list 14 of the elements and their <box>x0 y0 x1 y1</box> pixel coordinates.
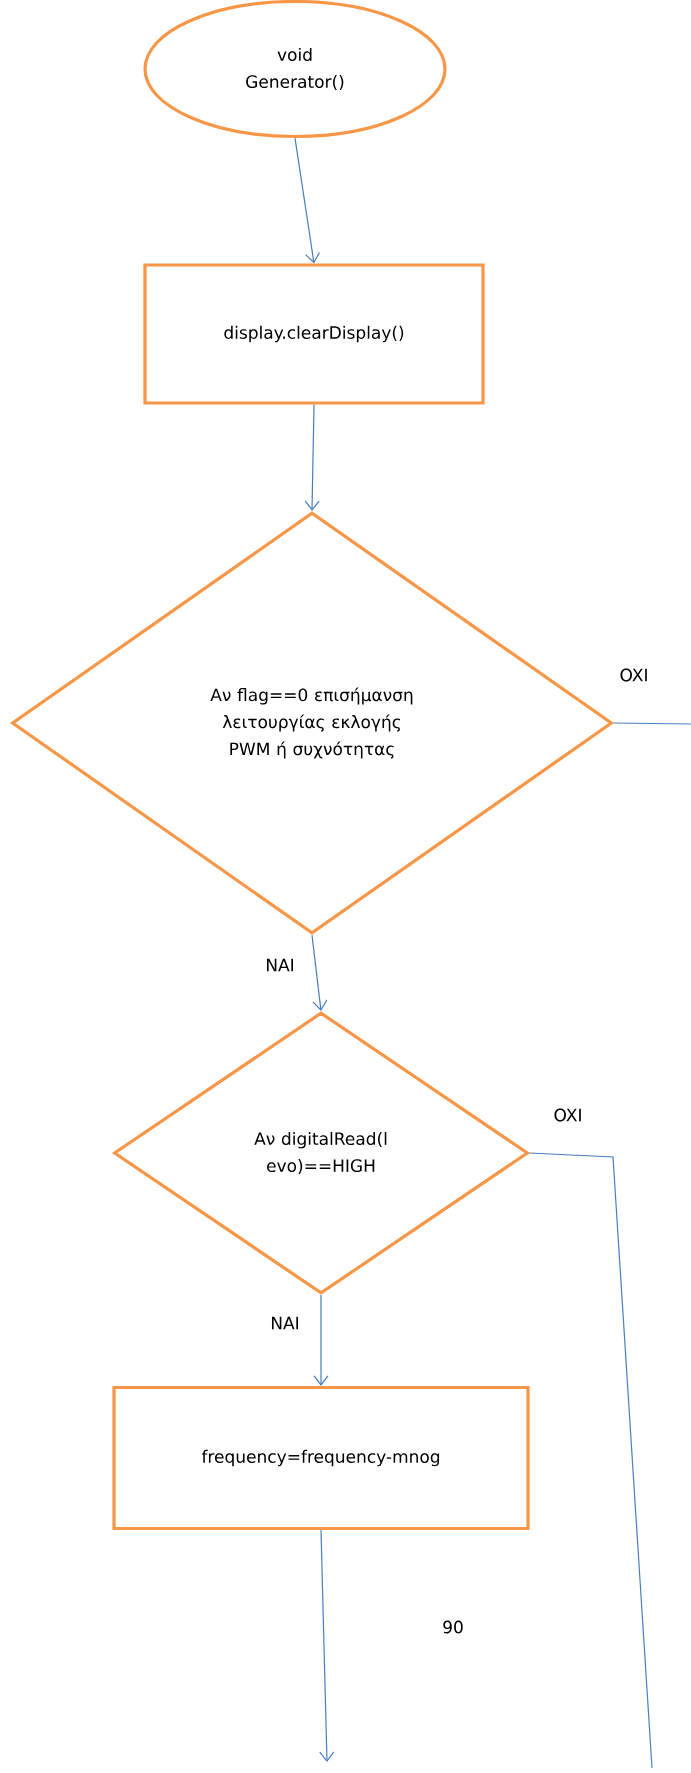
edge-label: NAI <box>264 957 296 973</box>
connector-line <box>529 1152 653 1769</box>
page-number: 90 <box>443 1620 463 1634</box>
arrow <box>313 1294 329 1386</box>
edge-label: OXI <box>618 667 650 683</box>
connector-line <box>613 722 691 725</box>
edge-label: NAI <box>269 1315 301 1331</box>
arrow <box>319 1529 335 1762</box>
arrow <box>304 404 320 511</box>
arrow <box>311 934 328 1011</box>
arrow <box>294 137 321 264</box>
process-box: frequency=frequency-mnog <box>112 1385 530 1531</box>
edge-label: OXI <box>552 1107 584 1123</box>
process-box: display.clearDisplay() <box>143 263 485 405</box>
